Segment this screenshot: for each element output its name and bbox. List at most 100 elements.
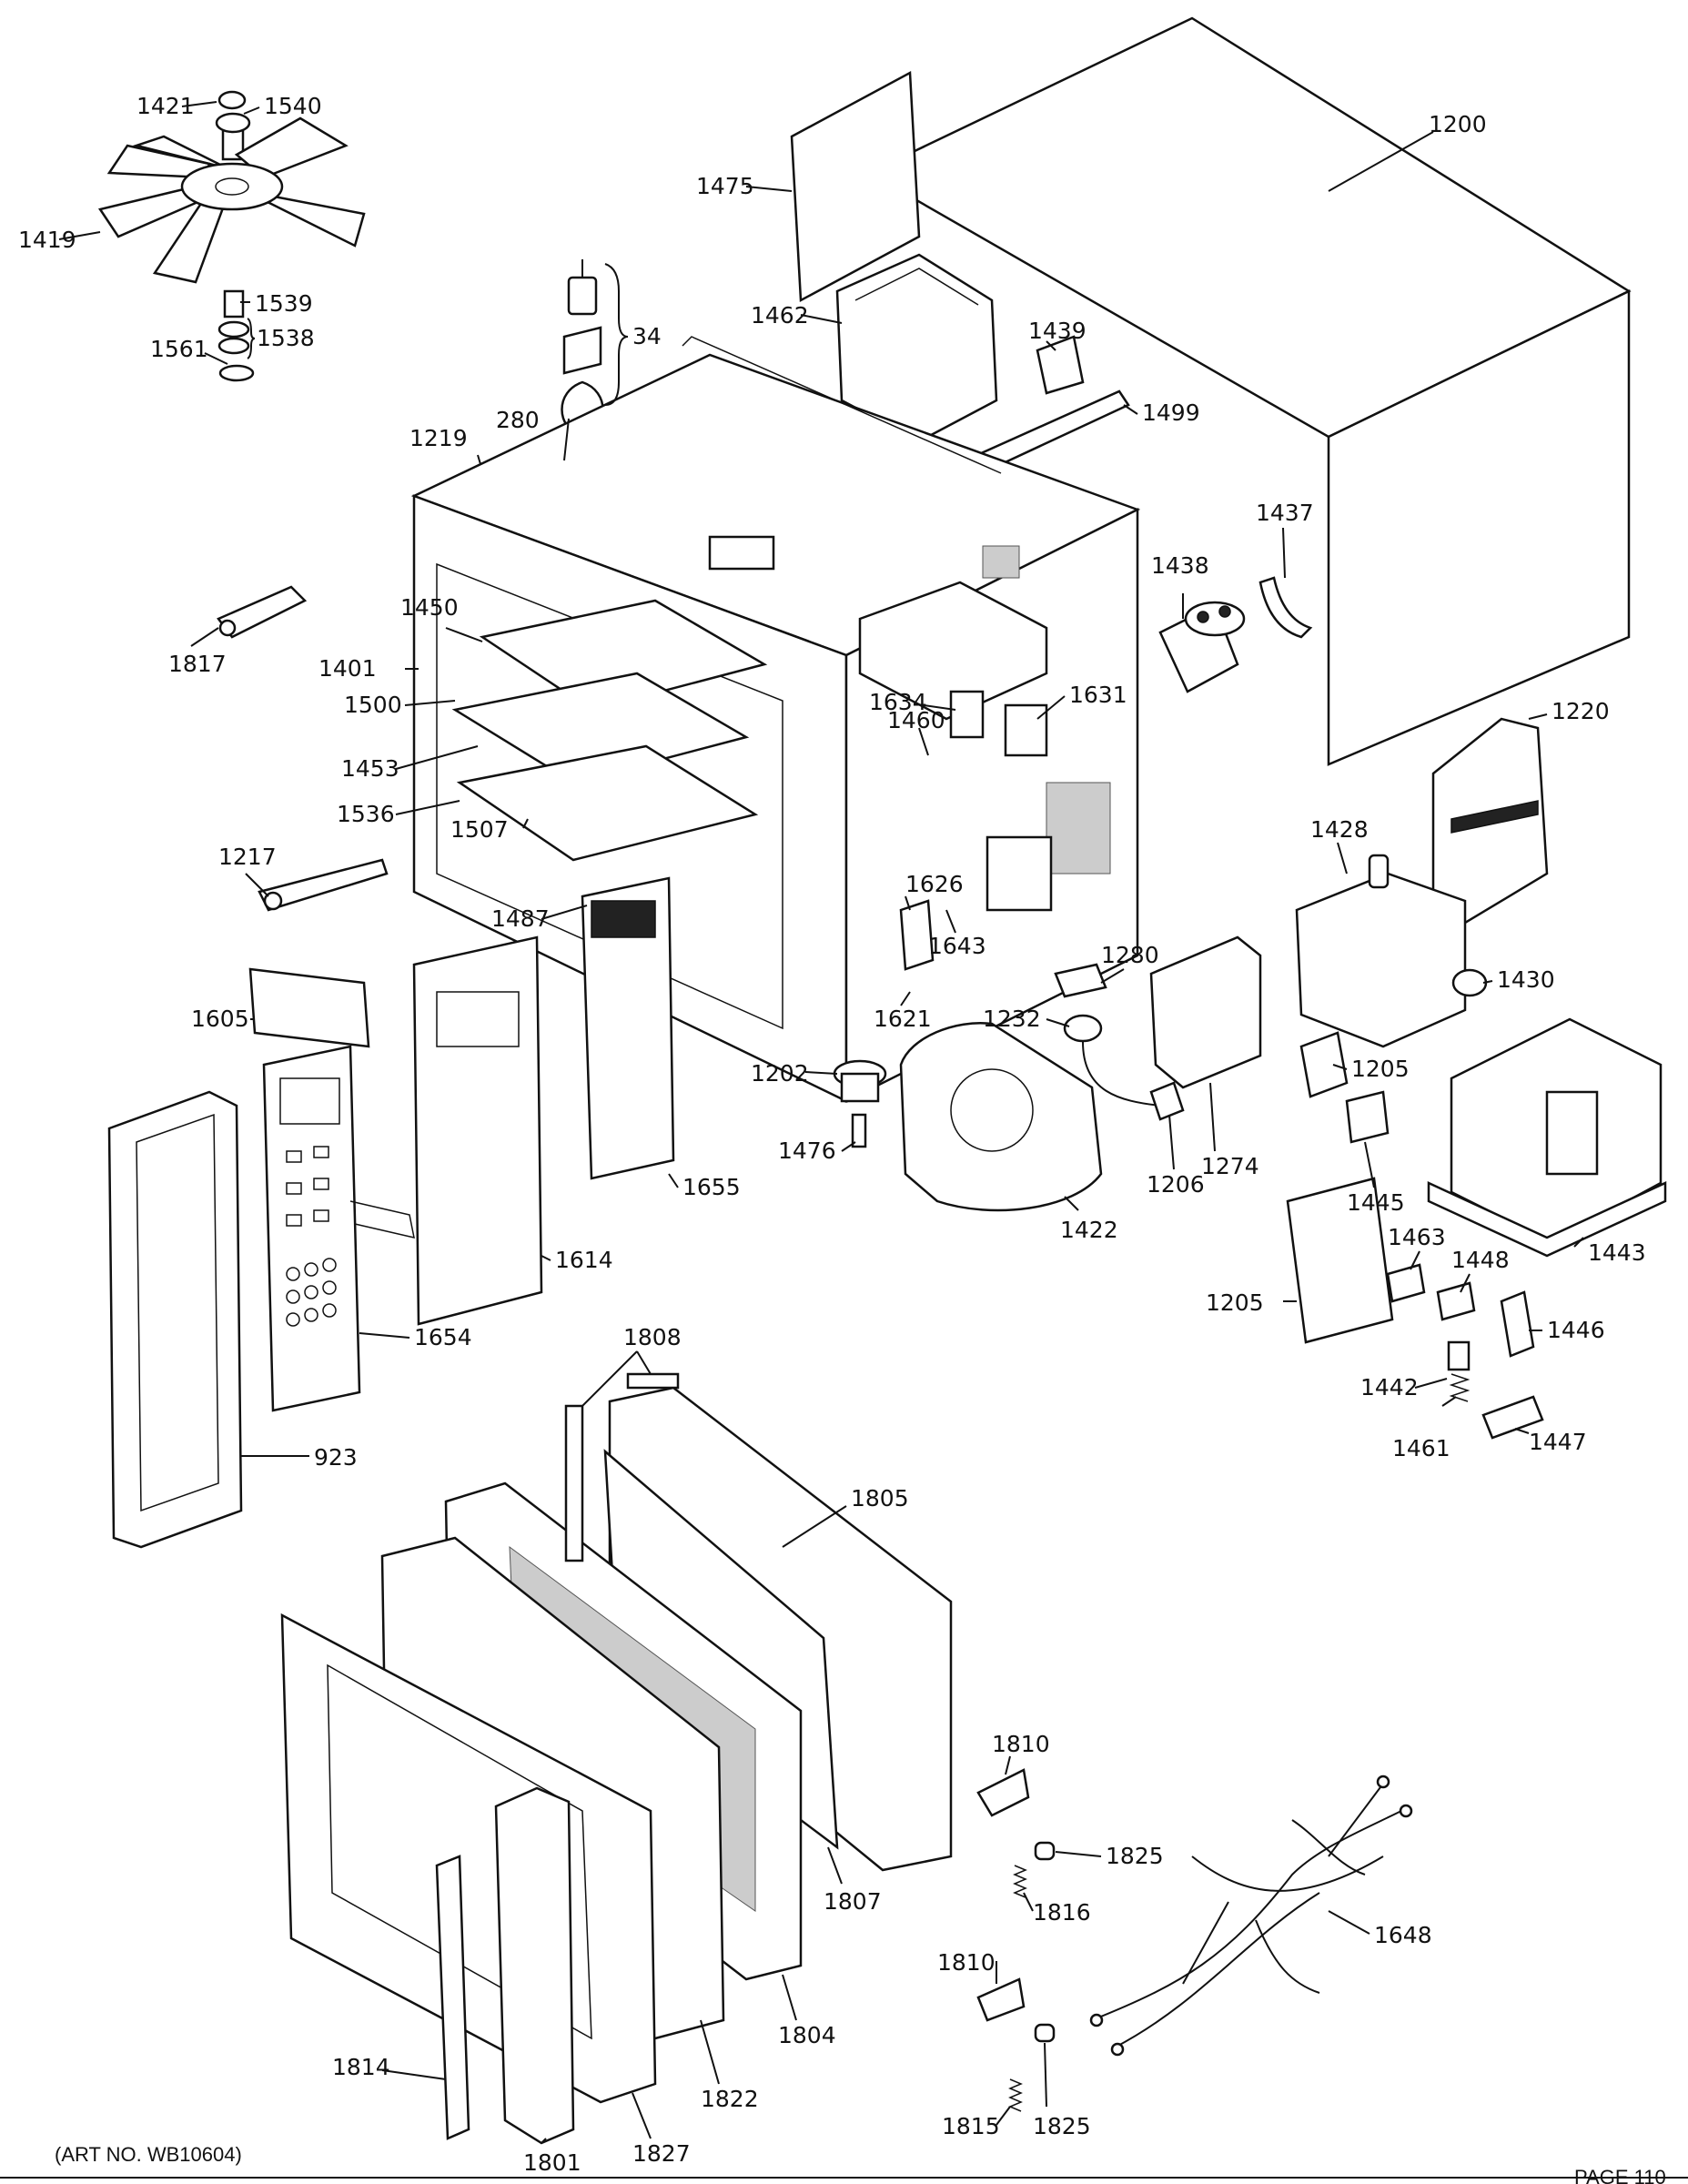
- label-1460: 1460: [887, 707, 945, 733]
- label-1217: 1217: [218, 844, 277, 870]
- duct-1274: [1149, 935, 1262, 1089]
- label-1439: 1439: [1028, 318, 1087, 344]
- label-1462: 1462: [751, 302, 809, 329]
- label-1487: 1487: [491, 905, 550, 932]
- part-labels: 1421 1540 1419 1539 1538 1561 34 280 147…: [18, 93, 1646, 2176]
- circuit-board-1655: [581, 876, 675, 1180]
- magnetron-1428: [1295, 854, 1488, 1048]
- label-1810b: 1810: [937, 1949, 996, 1976]
- transformer-1443: [1427, 1017, 1667, 1258]
- label-1643: 1643: [928, 933, 986, 959]
- label-1443: 1443: [1588, 1239, 1646, 1266]
- leader-lines: [58, 101, 1584, 2144]
- label-1631: 1631: [1069, 682, 1127, 708]
- label-1538: 1538: [257, 325, 315, 351]
- label-1475: 1475: [696, 173, 754, 199]
- blower-assembly-1422: [833, 1022, 1103, 1212]
- label-1805: 1805: [851, 1485, 909, 1512]
- label-1453: 1453: [341, 755, 399, 782]
- label-1220: 1220: [1552, 698, 1610, 724]
- fan-blade-assembly: [97, 90, 366, 382]
- air-duct-1462: [835, 253, 998, 443]
- label-1561: 1561: [150, 336, 208, 362]
- bracket-lines: [247, 263, 629, 406]
- cover-plate-1475: [790, 70, 921, 303]
- label-1614: 1614: [555, 1247, 613, 1273]
- label-1825a: 1825: [1106, 1843, 1164, 1869]
- label-1401: 1401: [318, 655, 377, 682]
- label-1447: 1447: [1529, 1429, 1587, 1455]
- page-reference: PAGE 110: [1574, 2166, 1666, 2184]
- label-1438: 1438: [1151, 552, 1209, 579]
- label-1621: 1621: [874, 1006, 932, 1032]
- label-34: 34: [632, 323, 662, 349]
- label-1422: 1422: [1060, 1217, 1118, 1243]
- bracket-1817: [217, 585, 308, 639]
- label-280: 280: [496, 407, 540, 433]
- interlock-components: [1286, 1031, 1544, 1440]
- label-1815: 1815: [942, 2113, 1000, 2139]
- label-1807: 1807: [824, 1888, 882, 1915]
- label-1274: 1274: [1201, 1153, 1259, 1179]
- label-1539: 1539: [255, 290, 313, 317]
- label-1463: 1463: [1388, 1224, 1446, 1250]
- bracket-1217: [258, 858, 389, 912]
- label-1448: 1448: [1451, 1247, 1510, 1273]
- label-1825b: 1825: [1033, 2113, 1091, 2139]
- label-1445: 1445: [1347, 1189, 1405, 1216]
- duct-1220: [1431, 717, 1549, 930]
- label-1804: 1804: [778, 2022, 836, 2048]
- label-1822: 1822: [701, 2086, 759, 2112]
- label-1461: 1461: [1392, 1435, 1450, 1461]
- label-1801: 1801: [523, 2149, 581, 2176]
- label-923: 923: [314, 1444, 358, 1471]
- label-1437: 1437: [1256, 500, 1314, 526]
- label-1450: 1450: [400, 594, 459, 621]
- label-1827: 1827: [632, 2140, 691, 2167]
- label-1280: 1280: [1101, 942, 1159, 968]
- keypad-panel-1654: [262, 1045, 415, 1412]
- control-frame-923: [107, 1090, 243, 1549]
- oven-cavity-1401: [410, 336, 1141, 1104]
- label-1536: 1536: [337, 801, 395, 827]
- outer-case-1200: [866, 16, 1632, 766]
- label-1421: 1421: [136, 93, 195, 119]
- label-1634: 1634: [869, 689, 927, 715]
- label-1655: 1655: [682, 1174, 741, 1200]
- wire-harness-1648: [1089, 1774, 1413, 2057]
- capacitor-1438: [1158, 576, 1313, 693]
- display-window-1605: [248, 967, 370, 1048]
- label-1232: 1232: [983, 1006, 1041, 1032]
- label-1442: 1442: [1360, 1374, 1419, 1400]
- art-number: (ART NO. WB10604): [55, 2143, 242, 2166]
- label-1507: 1507: [450, 816, 509, 843]
- label-1205a: 1205: [1351, 1056, 1410, 1082]
- label-1540: 1540: [264, 93, 322, 119]
- label-1810a: 1810: [992, 1731, 1050, 1757]
- label-1816: 1816: [1033, 1899, 1091, 1926]
- power-cord-1206: [1054, 963, 1185, 1121]
- label-1205b: 1205: [1206, 1289, 1264, 1316]
- control-board-1614: [412, 935, 543, 1326]
- label-1206: 1206: [1147, 1171, 1205, 1198]
- label-1430: 1430: [1497, 966, 1555, 993]
- label-1648: 1648: [1374, 1922, 1432, 1948]
- label-1219: 1219: [409, 425, 468, 451]
- label-1814: 1814: [332, 2054, 390, 2080]
- label-1654: 1654: [414, 1324, 472, 1350]
- label-1446: 1446: [1547, 1317, 1605, 1343]
- label-1200: 1200: [1429, 111, 1487, 137]
- label-1605: 1605: [191, 1006, 249, 1032]
- label-1419: 1419: [18, 227, 76, 253]
- label-1428: 1428: [1310, 816, 1369, 843]
- label-1202: 1202: [751, 1060, 809, 1087]
- label-1500: 1500: [344, 692, 402, 718]
- label-1499: 1499: [1142, 399, 1200, 426]
- label-1476: 1476: [778, 1138, 836, 1164]
- door-assembly: [280, 1372, 953, 2145]
- label-1626: 1626: [905, 871, 964, 897]
- label-1808: 1808: [623, 1324, 682, 1350]
- door-latches: [976, 1768, 1056, 2112]
- label-1817: 1817: [168, 651, 227, 677]
